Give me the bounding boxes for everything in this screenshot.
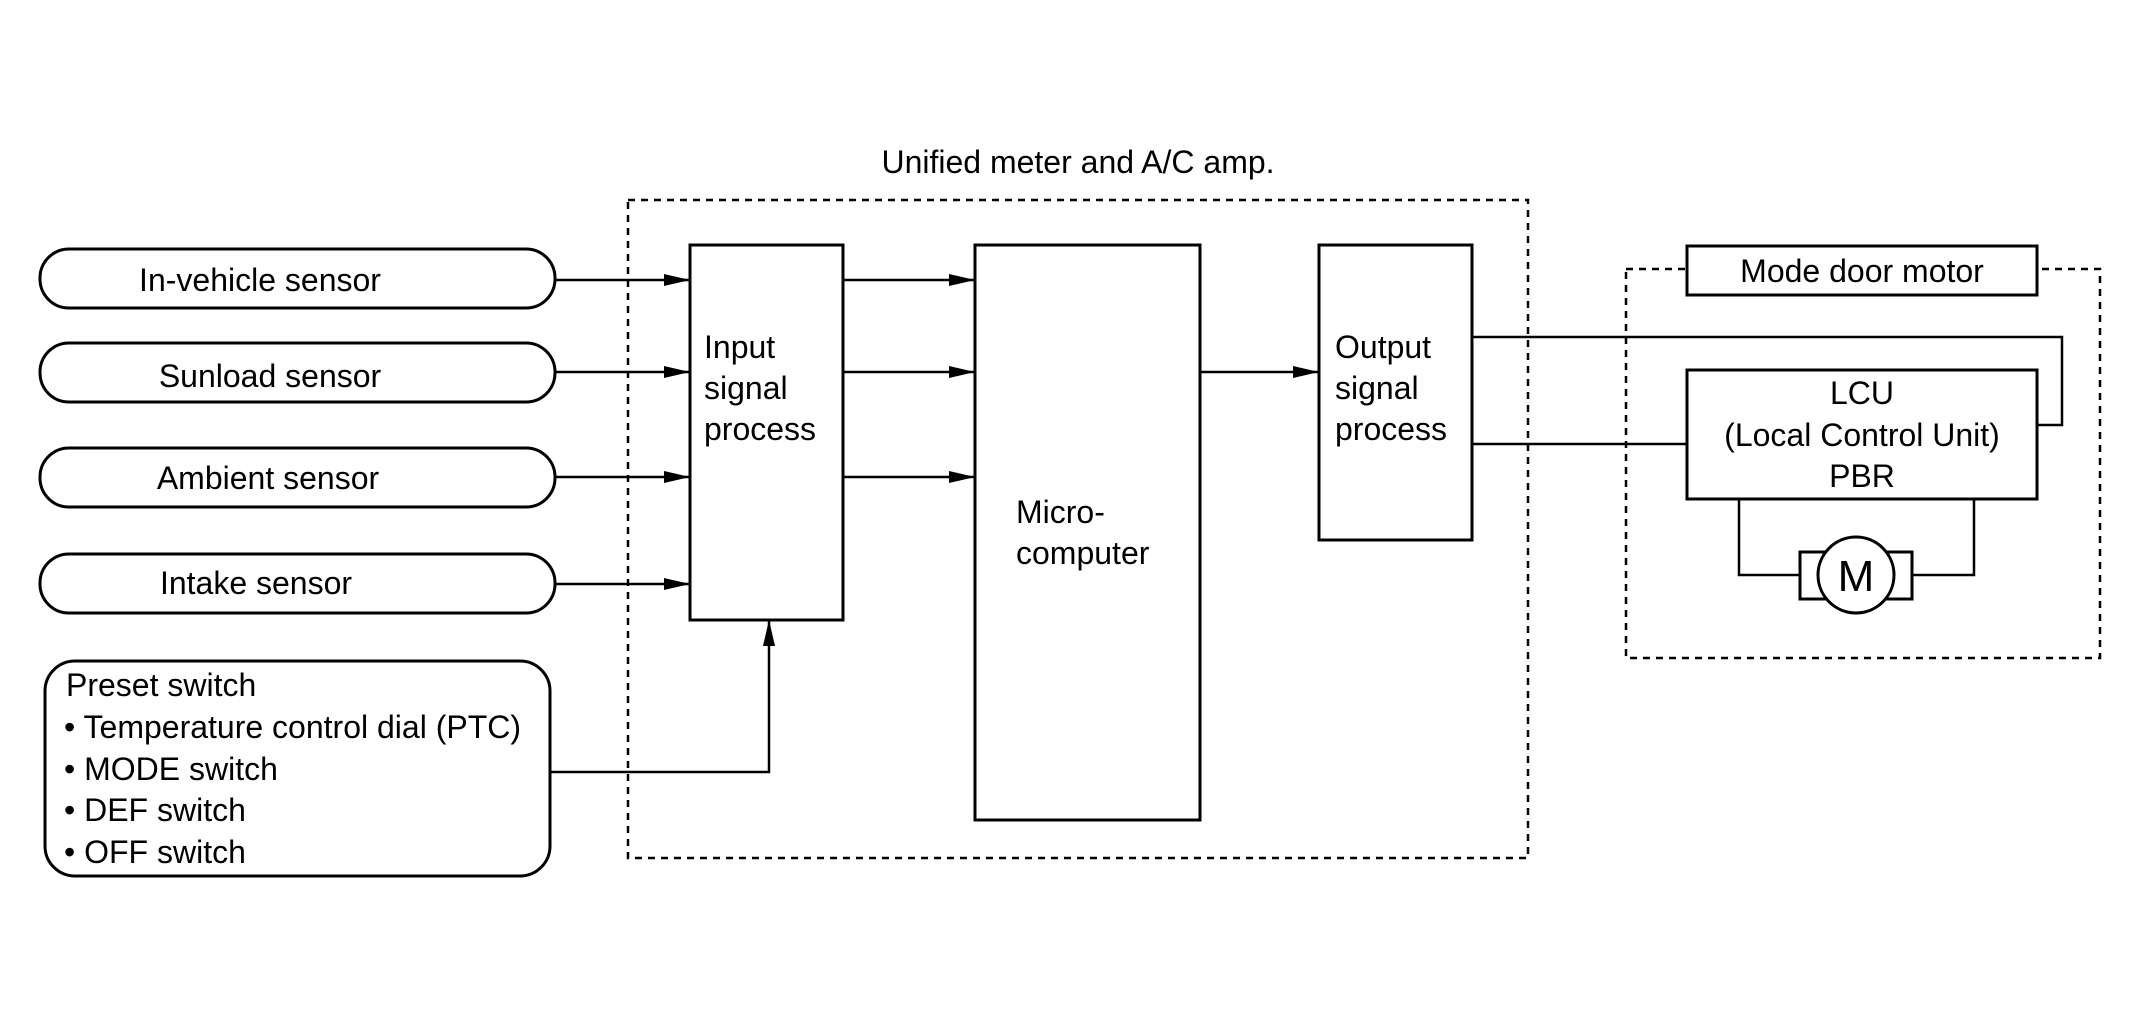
lcu-box: LCU (Local Control Unit) PBR: [1685, 368, 2039, 501]
preset-item: • OFF switch: [64, 834, 246, 870]
preset-item: • MODE switch: [64, 751, 278, 787]
micro-block-label: computer: [1016, 535, 1150, 571]
lcu-label: LCU: [1830, 375, 1894, 411]
motor-icon: M: [1798, 535, 1914, 615]
sensor-label: Intake sensor: [160, 565, 352, 601]
lcu-label: PBR: [1829, 458, 1895, 494]
mode-door-motor-label-box: Mode door motor: [1685, 244, 2039, 297]
microcomputer-block: Micro- computer: [973, 243, 1202, 822]
sensor-label: In-vehicle sensor: [139, 262, 381, 298]
input-signal-process-block: Input signal process: [688, 243, 845, 622]
output-signal-process-block: Output signal process: [1317, 243, 1474, 542]
mode-door-motor-title: Mode door motor: [1740, 253, 1984, 289]
output-block-label: process: [1335, 411, 1447, 447]
input-block-label: Input: [704, 329, 775, 365]
sensor-intake: Intake sensor: [38, 552, 557, 615]
motor-symbol: M: [1838, 552, 1875, 601]
lcu-to-motor-wire-right: [1912, 499, 1976, 577]
sensor-label: Sunload sensor: [159, 358, 382, 394]
input-block-label: process: [704, 411, 816, 447]
amp-title: Unified meter and A/C amp.: [881, 144, 1274, 180]
sensor-label: Ambient sensor: [157, 460, 380, 496]
preset-item: • DEF switch: [64, 792, 246, 828]
sensor-in-vehicle: In-vehicle sensor: [38, 247, 557, 310]
output-to-lcu-wire-upper: [1472, 335, 2064, 427]
input-block-label: signal: [704, 370, 788, 406]
output-block-label: signal: [1335, 370, 1419, 406]
preset-title: Preset switch: [66, 667, 256, 703]
micro-block-label: Micro-: [1016, 494, 1105, 530]
preset-switch-box: Preset switch • Temperature control dial…: [43, 659, 552, 878]
amp-enclosure: [626, 198, 1530, 860]
preset-switch-arrow: [550, 620, 775, 774]
preset-item: • Temperature control dial (PTC): [64, 709, 521, 745]
lcu-to-motor-wire-left: [1737, 499, 1800, 577]
lcu-label: (Local Control Unit): [1724, 417, 2000, 453]
sensor-ambient: Ambient sensor: [38, 446, 557, 509]
output-block-label: Output: [1335, 329, 1431, 365]
sensor-sunload: Sunload sensor: [38, 341, 557, 404]
